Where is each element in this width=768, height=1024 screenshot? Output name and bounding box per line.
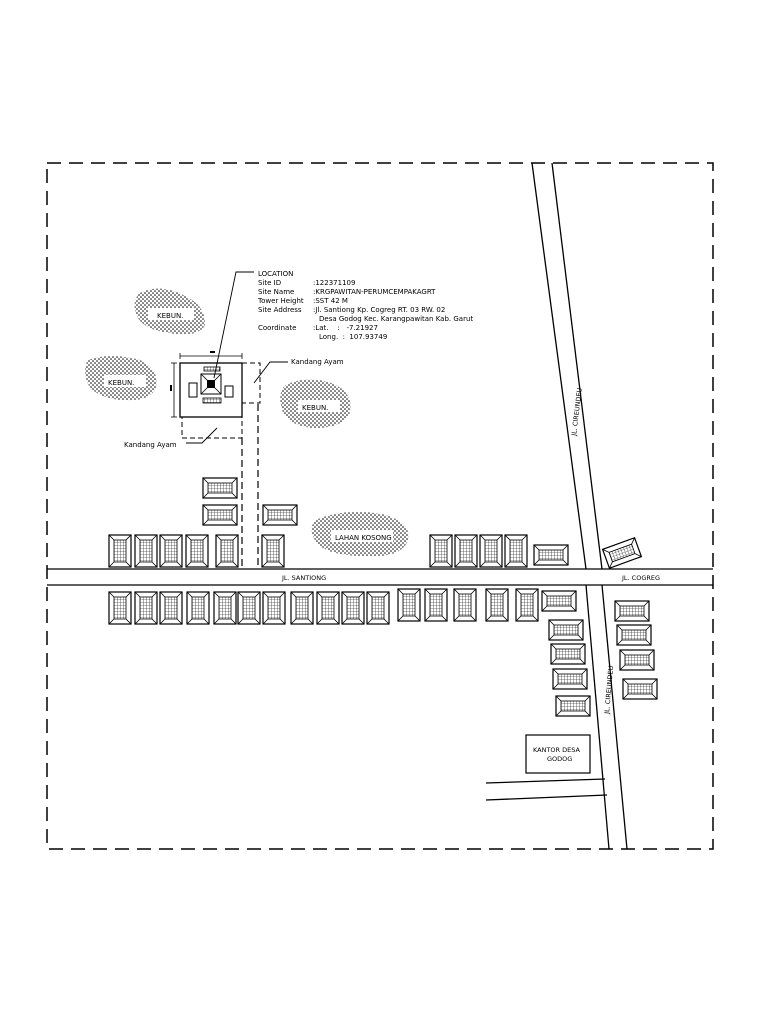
access-road — [241, 404, 259, 569]
site-name-value: :KRGPAWITAN-PERUMCEMPAKAGRT — [313, 288, 436, 296]
kandang-ayam-box-1 — [241, 362, 261, 404]
site-id-label: Site ID — [258, 279, 281, 287]
road-lines — [47, 162, 713, 850]
site-address-label: Site Address — [258, 306, 302, 314]
map-border — [46, 162, 714, 850]
tower-height-value: :SST 42 M — [313, 297, 348, 305]
road-label-santiong: JL. SANTIONG — [281, 574, 326, 582]
site-address-value-1: :Jl. Santiong Kp. Cogreg RT. 03 RW. 02 — [313, 306, 445, 314]
kantor-desa-building — [525, 734, 591, 774]
lahan-kosong-label: LAHAN KOSONG — [335, 534, 392, 542]
lat-value: :Lat. : -7.21927 — [313, 324, 378, 332]
tower-site — [170, 351, 243, 418]
site-id-value: :122371109 — [313, 279, 355, 287]
coordinate-label: Coordinate — [258, 324, 296, 332]
kebun-label-3: KEBUN. — [302, 404, 328, 412]
kantor-desa-label-2: GODOG — [547, 755, 572, 763]
kandang-ayam-label-2: Kandang Ayam — [124, 441, 177, 449]
road-label-cogreg: JL. COGREG — [621, 574, 660, 582]
road-label-cireundeu-upper: JL. CIREUNDEU — [570, 387, 584, 437]
kebun-label-1: KEBUN. — [157, 312, 183, 320]
long-value: Long. : 107.93749 — [319, 333, 387, 341]
site-address-value-2: Desa Godog Kec. Karangpawitan Kab. Garut — [319, 315, 473, 323]
kandang-ayam-label-1: Kandang Ayam — [291, 358, 344, 366]
kantor-desa-label-1: KANTOR DESA — [533, 746, 580, 754]
leader-lines — [186, 271, 288, 444]
location-heading: LOCATION — [258, 270, 293, 278]
tower-height-label: Tower Height — [257, 297, 304, 305]
site-name-label: Site Name — [258, 288, 294, 296]
houses-south — [108, 588, 658, 717]
location-info: LOCATION Site ID :122371109 Site Name :K… — [257, 270, 473, 341]
kebun-label-2: KEBUN. — [108, 379, 134, 387]
kandang-ayam-box-2 — [181, 416, 243, 439]
